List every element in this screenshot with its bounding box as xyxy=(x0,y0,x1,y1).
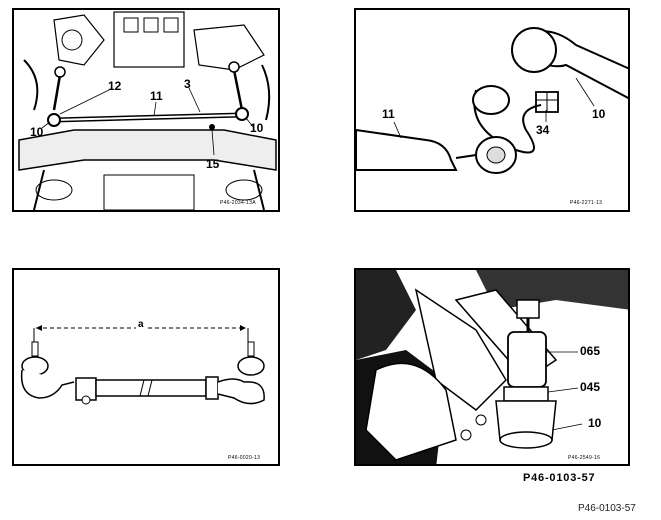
callout-11: 11 xyxy=(382,107,395,121)
figure-code: P46-0020-13 xyxy=(228,455,261,461)
callout-12: 12 xyxy=(108,79,122,93)
callout-15: 15 xyxy=(206,157,220,171)
tie-rod-end-illustration xyxy=(356,27,628,174)
callout-065: 065 xyxy=(580,344,601,358)
callout-3: 3 xyxy=(184,77,191,91)
panel-top-right: 11 34 10 P46-2271-13 xyxy=(354,8,630,212)
callout-10-left: 10 xyxy=(30,125,44,139)
callout-10-right: 10 xyxy=(250,121,264,135)
panel-bottom-left: a P46-0020-13 xyxy=(12,268,280,466)
callout-10: 10 xyxy=(592,107,606,121)
footer-code: P46-0103-57 xyxy=(578,503,636,514)
callout-10: 10 xyxy=(588,416,602,430)
undercarriage-illustration xyxy=(18,11,277,210)
dimension-label-a: a xyxy=(136,319,146,330)
callout-11: 11 xyxy=(150,89,163,103)
callout-045: 045 xyxy=(580,380,601,394)
callout-34: 34 xyxy=(536,123,550,137)
composite-figure-code: P46-0103-57 xyxy=(523,472,596,484)
tie-rod-assembly-illustration xyxy=(20,325,265,405)
puller-tool-illustration xyxy=(356,270,628,464)
figure-code: P46-2271-13 xyxy=(570,200,603,206)
figure-code: P46-2034-13A xyxy=(220,200,256,206)
panel-top-left: 12 11 3 10 10 15 P46-2034-13A xyxy=(12,8,280,212)
panel-bottom-right: 065 045 10 P46-2549-16 xyxy=(354,268,630,466)
figure-code: P46-2549-16 xyxy=(568,455,601,461)
